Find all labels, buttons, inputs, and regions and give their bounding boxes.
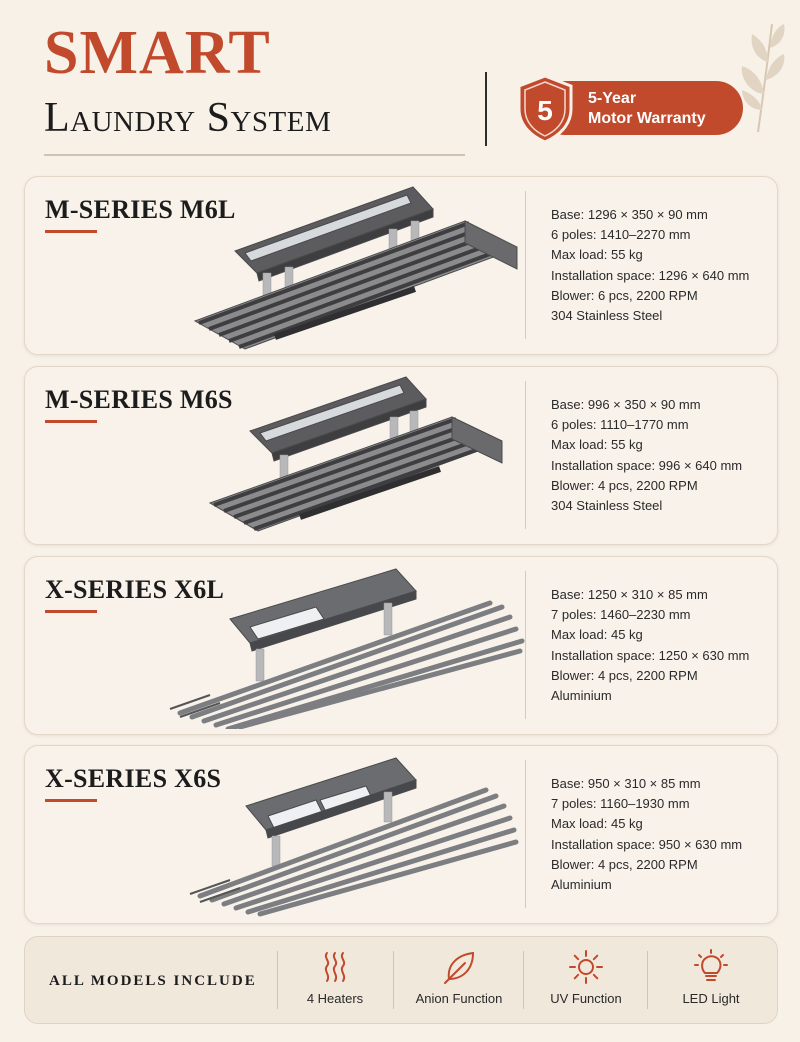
product-image-x6s [189,757,519,917]
warranty-line1: 5-Year [588,90,637,107]
warranty-line2: Motor Warranty [588,110,706,127]
card-divider [525,381,526,529]
product-name: X-SERIES X6L [45,575,225,604]
spec-line: 304 Stainless Steel [551,498,663,514]
spec-line: Max load: 45 kg [551,627,643,643]
spec-line: Max load: 55 kg [551,247,643,263]
feature-label: Anion Function [415,991,503,1006]
features-divider [523,951,524,1009]
specs-list: Base: 950 × 310 × 85 mm 7 poles: 1160–19… [551,774,742,895]
spec-line: 7 poles: 1460–2230 mm [551,607,691,623]
feature-anion: Anion Function [395,949,523,1006]
spec-line: Base: 996 × 350 × 90 mm [551,397,701,412]
name-underline [45,799,97,802]
spec-line: Aluminium [551,877,612,893]
spec-line: Installation space: 1250 × 630 mm [551,647,750,663]
spec-line: Blower: 4 pcs, 2200 RPM [551,667,698,683]
product-image-m6s [208,376,503,532]
spec-line: Aluminium [551,688,612,704]
product-card-m6s: M-SERIES M6S Base: 996 × 350 × 90 mm 6 p… [24,366,778,545]
spec-line: Blower: 4 pcs, 2200 RPM [551,856,698,872]
name-underline [45,610,97,613]
product-image-m6l [193,186,518,350]
features-divider [393,951,394,1009]
feature-label: LED Light [682,991,740,1006]
sun-icon [569,950,603,984]
spec-line: 7 poles: 1160–1930 mm [551,796,690,812]
feature-uv: UV Function [522,949,650,1006]
leaf-branch-decoration [741,23,785,133]
feature-label: UV Function [550,991,622,1006]
features-label: ALL MODELS INCLUDE [49,973,257,989]
warranty-number: 5 [537,95,553,126]
spec-line: Blower: 6 pcs, 2200 RPM [551,287,698,303]
name-underline [45,230,97,233]
spec-line: Max load: 45 kg [551,816,643,832]
header-vertical-divider [485,72,487,146]
product-image-x6l [169,568,525,729]
spec-line: Base: 1250 × 310 × 85 mm [551,587,708,602]
feature-led: LED Light [647,949,775,1006]
product-name: X-SERIES X6S [45,764,222,793]
spec-line: Max load: 55 kg [551,437,643,453]
spec-line: Base: 950 × 310 × 85 mm [551,776,701,791]
product-card-x6l: X-SERIES X6L Base: 1250 × 310 × 85 mm 7 … [24,556,778,735]
card-divider [525,191,526,339]
shield-icon: 5 [517,74,573,144]
spec-line: Installation space: 1296 × 640 mm [551,267,750,283]
spec-line: Installation space: 996 × 640 mm [551,457,743,473]
title-smart: SMART [44,19,271,87]
title-laundry-system: Laundry System [44,95,332,141]
feature-heaters: 4 Heaters [271,949,399,1006]
product-name: M-SERIES M6L [45,195,236,224]
spec-line: Blower: 4 pcs, 2200 RPM [551,477,698,493]
spec-line: 6 poles: 1410–2270 mm [551,227,691,243]
spec-line: 6 poles: 1110–1770 mm [551,417,689,433]
specs-list: Base: 1296 × 350 × 90 mm 6 poles: 1410–2… [551,205,749,326]
features-divider [647,951,648,1009]
card-divider [525,760,526,908]
card-divider [525,571,526,719]
bulb-icon [694,949,728,981]
specs-list: Base: 996 × 350 × 90 mm 6 poles: 1110–17… [551,395,742,516]
specs-list: Base: 1250 × 310 × 85 mm 7 poles: 1460–2… [551,585,749,706]
feature-label: 4 Heaters [306,991,364,1006]
product-card-x6s: X-SERIES X6S Base: 950 × 310 × 85 mm 7 p… [24,745,778,924]
product-name: M-SERIES M6S [45,385,233,414]
title-divider [44,154,465,156]
leaf-icon [444,951,475,984]
spec-line: 304 Stainless Steel [551,308,663,324]
features-divider [277,951,278,1009]
product-card-m6l: M-SERIES M6L Base: 1296 × 350 × 90 mm 6 … [24,176,778,355]
heater-icon [324,952,346,982]
spec-line: Installation space: 950 × 630 mm [551,836,743,852]
features-bar: ALL MODELS INCLUDE 4 Heaters Anion Funct… [24,936,778,1024]
spec-line: Base: 1296 × 350 × 90 mm [551,207,708,222]
name-underline [45,420,97,423]
warranty-text: 5-Year Motor Warranty [588,89,706,129]
